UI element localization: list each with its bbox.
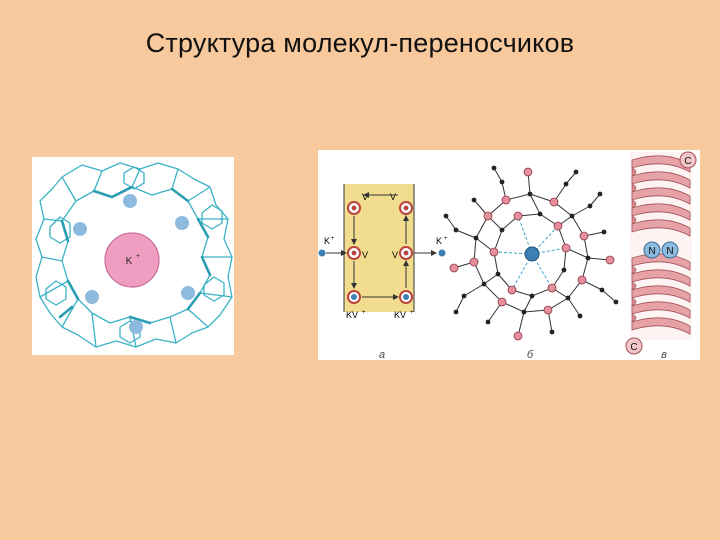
oxygen-atoms	[73, 194, 195, 334]
c-label: C	[630, 342, 637, 353]
caption-a: а	[379, 349, 385, 360]
shuttle-diagram: V V V V K + K +	[318, 184, 448, 360]
k-label: K	[324, 236, 330, 246]
carbon-atoms	[443, 165, 619, 335]
carrier-mechanisms-panel: V V V V K + K +	[318, 150, 700, 360]
svg-text:+: +	[331, 236, 335, 242]
n-label: N	[666, 246, 673, 257]
oxygen-atom	[175, 216, 189, 230]
kv-label: KV	[394, 310, 406, 320]
k-label: K	[436, 236, 442, 246]
macrocycle-diagram: б	[443, 165, 619, 360]
n-label: N	[648, 246, 655, 257]
oxygen-atoms	[449, 167, 615, 341]
helix-diagram: N N C C в	[625, 151, 697, 360]
c-terminus	[679, 151, 697, 169]
oxygen-atom	[129, 320, 143, 334]
n-terminus	[643, 241, 661, 259]
helix-turns	[631, 155, 691, 335]
cage-bold-bonds	[58, 185, 212, 325]
macrocycle-bonds	[445, 167, 617, 337]
k-ion	[438, 249, 446, 257]
v-label: V	[362, 192, 368, 202]
n-terminus	[661, 241, 679, 259]
v-label: V	[362, 250, 368, 260]
k-ion	[318, 249, 326, 257]
ion-label: K	[126, 256, 133, 267]
page-title: Структура молекул-переносчиков	[145, 28, 575, 58]
v-label: V	[392, 250, 398, 260]
caption-b: б	[527, 349, 534, 360]
cage-structure-diagram: K +	[35, 162, 233, 348]
carrier-mechanisms-diagram: V V V V K + K +	[318, 151, 697, 360]
oxygen-atom	[85, 290, 99, 304]
c-terminus	[625, 337, 643, 355]
cage-structure-panel: K +	[32, 157, 234, 355]
helix-back-strands	[631, 167, 637, 323]
oxygen-atom	[73, 222, 87, 236]
v-label: V	[390, 192, 396, 202]
central-ion	[524, 246, 540, 262]
ion-charge: +	[136, 253, 140, 260]
oxygen-atom	[181, 286, 195, 300]
c-label: C	[684, 156, 691, 167]
svg-text:+: +	[410, 310, 414, 316]
svg-text:+: +	[444, 236, 448, 242]
kv-label: KV	[346, 310, 358, 320]
potassium-ion	[104, 232, 160, 288]
svg-text:+: +	[362, 310, 366, 316]
caption-v: в	[661, 349, 667, 360]
oxygen-atom	[123, 194, 137, 208]
